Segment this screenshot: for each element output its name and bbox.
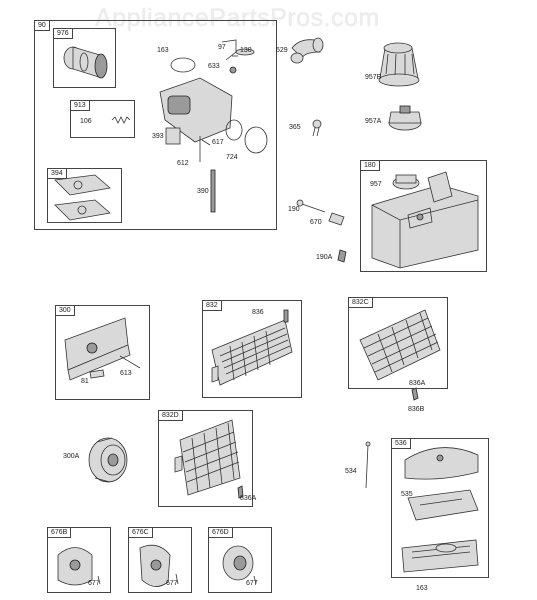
box-tag: 394 <box>47 168 67 179</box>
box-tag: 832 <box>202 300 222 311</box>
part-label: 390 <box>197 188 209 195</box>
box-676d: 676D <box>208 527 272 593</box>
box-tag: 676D <box>208 527 233 538</box>
fuel-tank-drawing <box>371 171 479 269</box>
box-300: 300 <box>55 305 150 400</box>
part-label: 300A <box>63 453 80 460</box>
box-832: 832 <box>202 300 302 398</box>
part-label: 393 <box>152 133 164 140</box>
part-label: 365 <box>289 124 301 131</box>
rod-534-drawing <box>365 441 371 489</box>
elbow-drawing <box>290 37 324 64</box>
part-label: 677 <box>88 580 100 587</box>
watermark: AppliancePartsPros.com <box>95 4 380 32</box>
box-913: 913 <box>70 100 135 138</box>
gasket-kit-drawing <box>54 174 111 221</box>
part-label: 106 <box>80 118 92 125</box>
muffler-guard-832c-drawing <box>359 309 441 401</box>
part-label: 957A <box>365 118 382 125</box>
part-label: 617 <box>212 139 224 146</box>
box-832c: 832C <box>348 297 448 389</box>
breather-676d-drawing <box>222 545 257 585</box>
muffler-guard-832-drawing <box>211 309 293 386</box>
carburetor-drawing <box>159 39 268 213</box>
part-label: 529 <box>276 47 288 54</box>
box-tag: 300 <box>55 305 75 316</box>
spring-drawing <box>111 116 131 124</box>
fuel-cap-957a-drawing <box>388 105 422 131</box>
fuel-fitting-drawing <box>296 199 347 263</box>
box-394: 394 <box>47 168 122 223</box>
part-label: 190A <box>316 254 333 261</box>
box-tag: 676C <box>128 527 153 538</box>
box-832d: 832D <box>158 410 253 507</box>
part-label: 957B <box>365 74 382 81</box>
box-676c: 676C <box>128 527 192 593</box>
part-label: 836 <box>252 309 264 316</box>
breather-676c-drawing <box>139 544 179 587</box>
box-tag: 536 <box>391 438 411 449</box>
part-label: 163 <box>416 585 428 592</box>
part-label: 613 <box>120 370 132 377</box>
part-label-836a-832d: 836A <box>240 495 257 502</box>
part-label: 130 <box>240 47 252 54</box>
muffler-guard-832d-drawing <box>174 419 244 499</box>
part-label: 836A <box>409 380 426 387</box>
part-label: 163 <box>157 47 169 54</box>
box-180: 180 <box>360 160 487 272</box>
box-536: 536 <box>391 438 489 578</box>
box-tag: 976 <box>53 28 73 39</box>
part-label: 97 <box>218 44 226 51</box>
box-976: 976 <box>53 28 116 88</box>
heat-shield-300-drawing <box>64 317 141 381</box>
part-label: 612 <box>177 160 189 167</box>
part-label: 836B <box>408 406 425 413</box>
fuel-cap-957b-drawing <box>378 42 420 87</box>
muffler-300a-drawing <box>88 437 128 483</box>
part-label: 633 <box>208 63 220 70</box>
breather-676b-drawing <box>57 547 101 586</box>
part-label: 81 <box>81 378 89 385</box>
part-label: 724 <box>226 154 238 161</box>
part-label: 677 <box>246 580 258 587</box>
part-label: 535 <box>401 491 413 498</box>
box-tag: 180 <box>360 160 380 171</box>
screw-365-drawing <box>312 119 322 137</box>
box-tag: 676B <box>47 527 72 538</box>
part-label: 534 <box>345 468 357 475</box>
air-filter-drawing <box>401 447 479 573</box>
box-tag: 832C <box>348 297 373 308</box>
box-tag: 832D <box>158 410 183 421</box>
box-tag: 90 <box>34 20 50 31</box>
box-676b: 676B <box>47 527 111 593</box>
part-label: 670 <box>310 219 322 226</box>
air-boot-drawing <box>63 46 108 79</box>
box-90: 90 <box>34 20 277 230</box>
box-tag: 913 <box>70 100 90 111</box>
part-label: 677 <box>166 580 178 587</box>
part-label: 957 <box>370 181 382 188</box>
part-label: 190 <box>288 206 300 213</box>
